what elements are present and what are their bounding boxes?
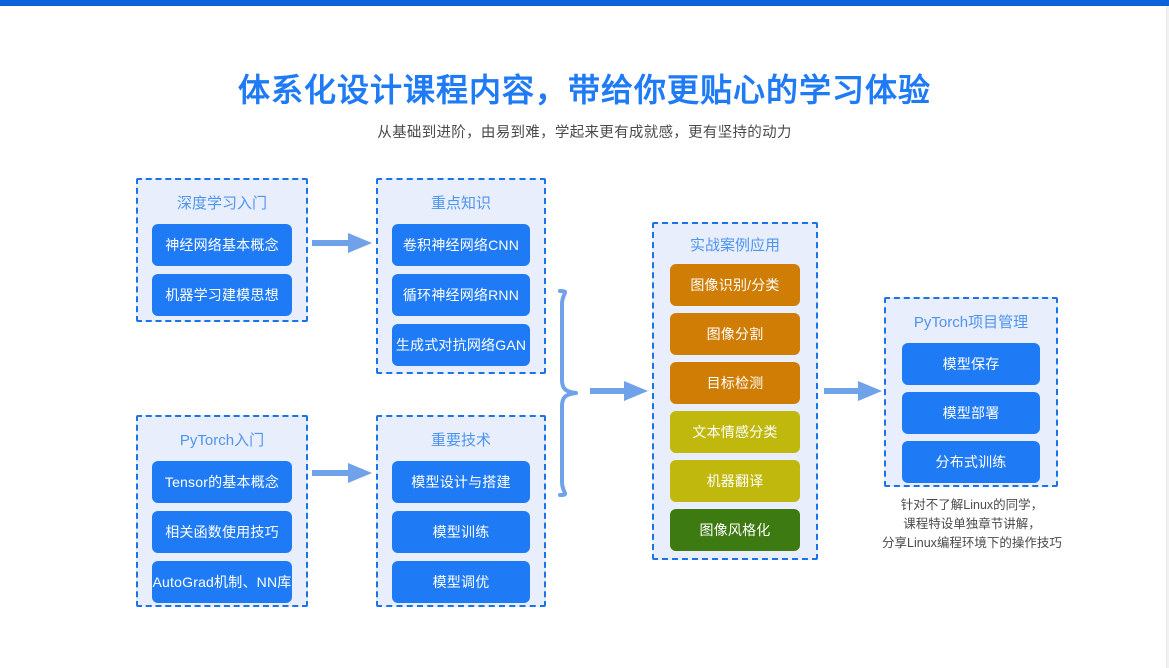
group-important-tech: 重要技术 模型设计与搭建 模型训练 模型调优	[376, 415, 546, 607]
footnote-line-2: 课程特设单独章节讲解，	[903, 517, 1041, 531]
group-items-project-management: 模型保存 模型部署 分布式训练	[886, 343, 1056, 504]
item-pill[interactable]: 生成式对抗网络GAN	[392, 324, 530, 366]
page-heading: 体系化设计课程内容，带给你更贴心的学习体验 从基础到进阶，由易到难，学起来更有成…	[0, 68, 1169, 144]
item-pill[interactable]: 相关函数使用技巧	[152, 511, 292, 553]
item-pill[interactable]: 分布式训练	[902, 441, 1040, 483]
item-pill[interactable]: 文本情感分类	[670, 411, 800, 453]
group-title-key-knowledge: 重点知识	[430, 195, 491, 212]
arrow-right-icon	[590, 380, 648, 402]
item-pill[interactable]: 机器翻译	[670, 460, 800, 502]
group-items-pytorch-intro: Tensor的基本概念 相关函数使用技巧 AutoGrad机制、NN库	[138, 461, 306, 625]
group-title-project-management: PyTorch项目管理	[913, 314, 1029, 331]
scrollbar-gutter[interactable]	[1166, 6, 1169, 668]
item-pill[interactable]: 循环神经网络RNN	[392, 274, 530, 316]
footnote-line-1: 针对不了解Linux的同学，	[900, 498, 1044, 512]
page-title: 体系化设计课程内容，带给你更贴心的学习体验	[237, 72, 931, 108]
group-practice-cases: 实战案例应用 图像识别/分类 图像分割 目标检测 文本情感分类 机器翻译 图像风…	[652, 222, 818, 560]
item-pill[interactable]: 模型保存	[902, 343, 1040, 385]
item-pill[interactable]: 图像识别/分类	[670, 264, 800, 306]
item-pill[interactable]: 模型设计与搭建	[392, 461, 530, 503]
item-pill[interactable]: 模型部署	[902, 392, 1040, 434]
item-pill[interactable]: 图像风格化	[670, 509, 800, 551]
footnote-line-3: 分享Linux编程环境下的操作技巧	[882, 536, 1062, 550]
item-pill[interactable]: 神经网络基本概念	[152, 224, 292, 266]
item-pill[interactable]: 图像分割	[670, 313, 800, 355]
arrow-right-icon	[312, 462, 372, 484]
page-subtitle: 从基础到进阶，由易到难，学起来更有成就感，更有坚持的动力	[377, 125, 792, 141]
group-title-practice-cases: 实战案例应用	[689, 237, 780, 254]
item-pill[interactable]: 模型调优	[392, 561, 530, 603]
item-pill[interactable]: AutoGrad机制、NN库	[152, 561, 292, 603]
curly-brace-connector	[556, 288, 582, 498]
group-project-management: PyTorch项目管理 模型保存 模型部署 分布式训练	[884, 297, 1058, 487]
group-title-important-tech: 重要技术	[430, 432, 491, 449]
group-title-deep-learning: 深度学习入门	[176, 195, 267, 212]
arrow-right-icon	[824, 380, 882, 402]
item-pill[interactable]: 目标检测	[670, 362, 800, 404]
linux-footnote: 针对不了解Linux的同学， 课程特设单独章节讲解， 分享Linux编程环境下的…	[874, 496, 1070, 553]
item-pill[interactable]: 机器学习建模思想	[152, 274, 292, 316]
group-items-key-knowledge: 卷积神经网络CNN 循环神经网络RNN 生成式对抗网络GAN	[378, 224, 544, 388]
group-deep-learning: 深度学习入门 神经网络基本概念 机器学习建模思想	[136, 178, 308, 322]
group-items-practice-cases: 图像识别/分类 图像分割 目标检测 文本情感分类 机器翻译 图像风格化	[654, 264, 816, 570]
arrow-right-icon	[312, 232, 372, 254]
top-accent-bar	[0, 0, 1169, 6]
group-title-pytorch-intro: PyTorch入门	[179, 432, 265, 449]
group-pytorch-intro: PyTorch入门 Tensor的基本概念 相关函数使用技巧 AutoGrad机…	[136, 415, 308, 607]
group-items-deep-learning: 神经网络基本概念 机器学习建模思想	[138, 224, 306, 330]
group-items-important-tech: 模型设计与搭建 模型训练 模型调优	[378, 461, 544, 625]
item-pill[interactable]: Tensor的基本概念	[152, 461, 292, 503]
item-pill[interactable]: 模型训练	[392, 511, 530, 553]
item-pill[interactable]: 卷积神经网络CNN	[392, 224, 530, 266]
group-key-knowledge: 重点知识 卷积神经网络CNN 循环神经网络RNN 生成式对抗网络GAN	[376, 178, 546, 374]
